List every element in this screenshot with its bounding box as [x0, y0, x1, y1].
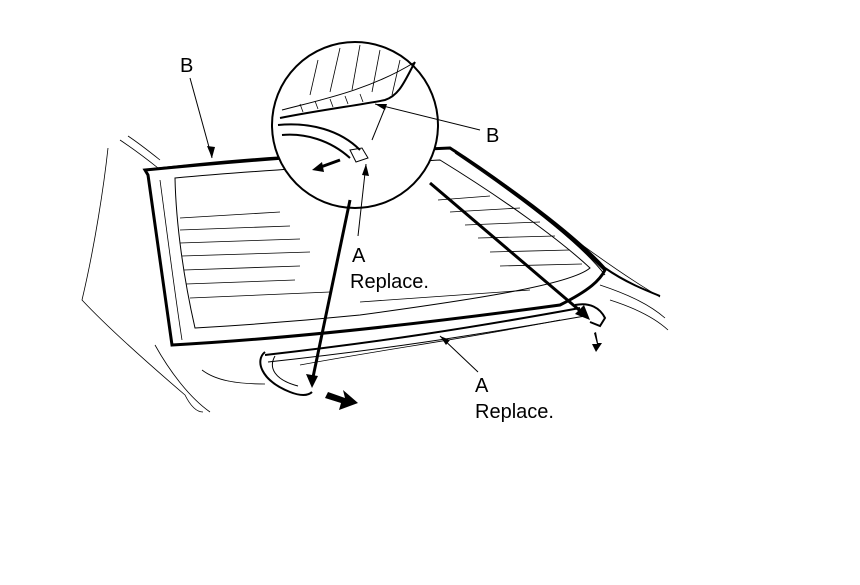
defroster-lines [179, 195, 583, 303]
lower-molding-a [259, 303, 607, 396]
label-replace-detail: Replace. [350, 271, 429, 293]
label-replace-bottom: Replace. [475, 401, 554, 423]
label-a-bottom: A [475, 375, 489, 397]
label-b-detail: B [486, 125, 499, 147]
removal-arrows [325, 332, 602, 410]
label-a-detail: A [352, 245, 366, 267]
leader-lines [189, 77, 590, 388]
detail-magnifier [271, 41, 439, 209]
label-b-top: B [180, 55, 193, 77]
